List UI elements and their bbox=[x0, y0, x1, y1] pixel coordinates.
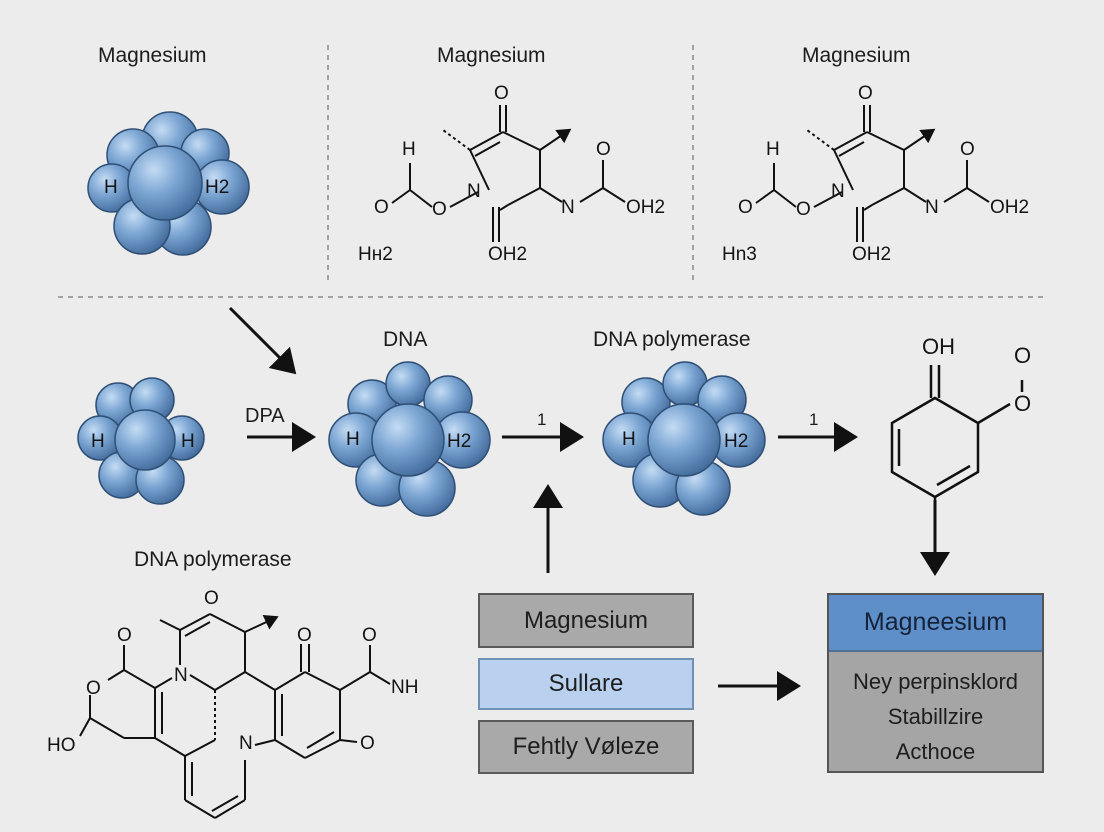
cluster1-h-right: H bbox=[181, 431, 195, 452]
polycycle-bonds bbox=[79, 613, 391, 819]
mid-structure-bonds bbox=[391, 105, 626, 242]
poly-o-acid: O bbox=[362, 625, 377, 646]
poly-ho: HO bbox=[47, 735, 76, 756]
right-n-amide: N bbox=[925, 197, 939, 218]
right-h: H bbox=[766, 139, 780, 160]
right-structure-bonds bbox=[755, 105, 990, 242]
poly-o-top: O bbox=[204, 588, 219, 609]
mid-o-left: O bbox=[374, 197, 389, 218]
phenol-o2: O bbox=[1014, 391, 1032, 416]
poly-o-ring: O bbox=[86, 678, 101, 699]
box-fehtly: Fehtly Vølеze bbox=[478, 720, 694, 774]
cluster-top-h-left: H bbox=[104, 177, 118, 198]
right-oh2-bottom: OH2 bbox=[852, 244, 892, 265]
mid-oh2-right: OH2 bbox=[626, 197, 666, 218]
poly-o-right: O bbox=[360, 733, 375, 754]
right-n-ring: N bbox=[831, 181, 845, 202]
mid-h-bottom: Hн2 bbox=[358, 244, 393, 265]
mid-n-ring: N bbox=[467, 181, 481, 202]
right-o-left: O bbox=[738, 197, 753, 218]
right-h-bottom: Hn3 bbox=[722, 244, 757, 265]
poly-o-mid: O bbox=[297, 625, 312, 646]
cluster1-h-left: H bbox=[91, 431, 105, 452]
diagonal-arrow bbox=[228, 306, 297, 375]
box-sullare: Sullare bbox=[478, 658, 694, 710]
result-line-2: Stabillzire bbox=[887, 704, 984, 729]
mid-n-amide: N bbox=[561, 197, 575, 218]
arrow-dpa-label: DPA bbox=[245, 405, 285, 427]
top-left-title: Magnesium bbox=[98, 44, 207, 67]
cluster-dna bbox=[328, 361, 491, 517]
box-magnesium: Magnesium bbox=[478, 593, 694, 648]
magnesium-cluster-top bbox=[87, 111, 250, 256]
right-oh2-right: OH2 bbox=[990, 197, 1030, 218]
cluster2-h-right: H2 bbox=[447, 431, 472, 452]
bottom-left-title: DNA polymerase bbox=[134, 548, 292, 571]
cluster3-h-left: H bbox=[622, 429, 636, 450]
right-o-link: O bbox=[796, 199, 811, 220]
phenol-oh: OH bbox=[922, 334, 955, 359]
arrow-label-1b: 1 bbox=[809, 410, 819, 429]
poly-n-center: N bbox=[174, 665, 188, 686]
result-panel-body: Ney perpinsklord Stabillzire Acthoce bbox=[829, 652, 1042, 769]
poly-n-bottom: N bbox=[239, 733, 253, 754]
right-o-acid: O bbox=[960, 139, 975, 160]
cluster-polymerase bbox=[602, 361, 766, 516]
cluster2-h-left: H bbox=[346, 429, 360, 450]
mid-o-top: O bbox=[494, 83, 509, 104]
top-mid-title: Magnesium bbox=[437, 44, 546, 67]
result-line-3: Acthoce bbox=[895, 739, 976, 764]
result-line-1: Ney perpinsklord bbox=[852, 669, 1019, 694]
mid-oh2-bottom: OH2 bbox=[488, 244, 528, 265]
dna-polymerase-title: DNA polymerase bbox=[593, 328, 751, 351]
phenol-o1: O bbox=[1014, 343, 1032, 368]
result-panel-header: Magneesium bbox=[829, 595, 1042, 652]
poly-o-left: O bbox=[117, 625, 132, 646]
right-o-top: O bbox=[858, 83, 873, 104]
mid-h: H bbox=[402, 139, 416, 160]
phenol-structure bbox=[890, 365, 1024, 520]
cluster-small bbox=[77, 377, 205, 505]
cluster3-h-right: H2 bbox=[724, 431, 749, 452]
mid-o-acid: O bbox=[596, 139, 611, 160]
arrow-label-1a: 1 bbox=[537, 410, 547, 429]
cluster-top-h-right: H2 bbox=[205, 177, 230, 198]
poly-nh: NH bbox=[391, 677, 419, 698]
mid-o-link: O bbox=[432, 199, 447, 220]
dna-title: DNA bbox=[383, 328, 428, 351]
top-right-title: Magnesium bbox=[802, 44, 911, 67]
result-panel: Magneesium Ney perpinsklord Stabillzire … bbox=[827, 593, 1044, 773]
